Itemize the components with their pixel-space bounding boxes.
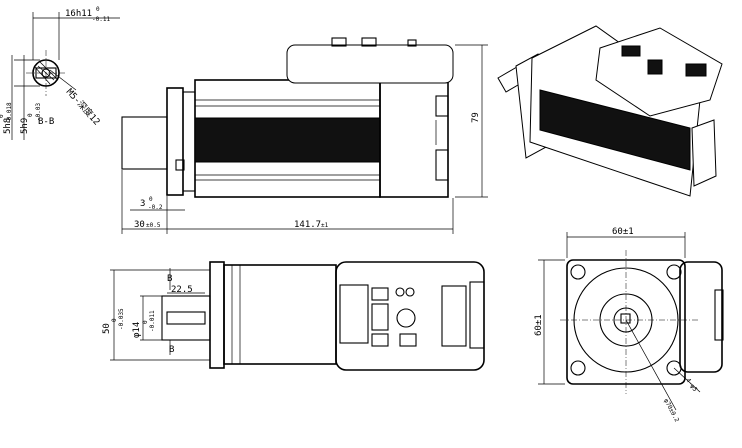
drive-housing [379,79,449,198]
flange-ring [182,91,196,192]
front-width-label: 60±1 [612,227,634,237]
thread-label: M5-深度12 [64,86,103,128]
front-height-label: 60±1 [534,314,544,336]
section-width-tol-bottom: -0.11 [92,16,110,23]
iso-connector [647,59,663,75]
shaft-bottom [161,295,211,341]
iso-dark-band [539,89,691,171]
hole-label: 4-φ5 [684,377,698,393]
section-mark-bottom: B [169,345,174,355]
bottom-view: B B 22.5 50 0 -0.035 φ14 0 -0.011 [102,261,485,371]
section-dim-b: 5h9 [20,118,30,134]
shaft-length-label: 30 [134,220,145,230]
section-width-tol-top: 0 [96,6,100,13]
pcd-label: φ70±0.2 [662,398,680,424]
section-dim-a-tol-top: 0 [0,114,5,118]
front-flange [166,87,184,196]
bottom-drive [335,261,485,371]
flange-notch [175,159,185,171]
front-view: 60±1 60±1 4-φ5 φ70±0.2 [534,227,724,424]
iso-connector [685,63,707,77]
top-connector [331,37,347,47]
pilot-label: 50 [102,323,112,334]
power-connector [441,285,467,347]
section-dim-b-tol-top: 0 [27,113,34,117]
section-dim-a: 5h8 [3,118,13,134]
rj45-port [371,333,389,347]
section-view: 16h11 0 -0.11 5h8 0 -0.018 5h9 0 -0.03 M… [0,6,120,140]
io-connector [371,287,389,301]
bottom-body [223,264,337,365]
top-connector [361,37,377,47]
flange-tol-bottom: -0.2 [148,204,163,211]
dip-switch [371,303,389,331]
side-connector [435,149,449,181]
heatsink-fins [469,281,485,349]
section-mark-top: B [167,274,172,284]
section-dim-a-tol-bottom: -0.018 [6,102,13,124]
side-height-label: 79 [471,112,481,123]
pcd-leader [625,319,677,411]
overall-length-tol: ±1 [321,222,329,229]
mount-hole [666,360,682,376]
flange-thickness-label: 3 [140,199,145,209]
shaft-length-tol: ±0.5 [146,222,161,229]
pilot-tol-top: 0 [111,318,118,322]
section-label: B-B [38,117,54,127]
key-length-label: 22.5 [171,285,193,295]
front-drive-tab [714,289,724,341]
shaft [121,116,168,170]
shaft-dia-tol-top: 0 [142,320,149,324]
mount-hole [570,264,586,280]
isometric-view [497,25,723,197]
drive-top-cover [286,44,454,84]
body-dark-band [194,117,381,163]
shaft-key [166,311,206,325]
status-led [405,287,415,297]
side-connector [435,95,449,117]
pilot-tol-bottom: -0.035 [118,308,125,330]
mount-hole [570,360,586,376]
shaft-dia-label: φ14 [132,322,142,338]
side-view: 79 30 ±0.5 141.7 ±1 3 0 -0.2 [121,37,488,234]
overall-length-label: 141.7 [294,220,321,230]
iso-side-panel [691,119,717,187]
front-drive-side [679,261,723,373]
rj45-port [399,333,417,347]
flange-tol-top: 0 [149,196,153,203]
iso-connector [621,45,641,57]
rotary-switch [396,308,416,328]
section-dim-b-tol-bottom: -0.03 [35,103,42,121]
hole-leader [673,367,701,393]
section-width-label: 16h11 [65,9,92,19]
terminal-block [339,284,369,344]
status-led [395,287,405,297]
shaft-dia-tol-bottom: -0.011 [149,310,156,332]
hatch-line [39,61,59,81]
bottom-flange [209,261,225,369]
thread-leader [49,69,77,91]
top-connector [407,39,417,47]
shaft-key-square [620,313,631,324]
mount-hole [666,264,682,280]
